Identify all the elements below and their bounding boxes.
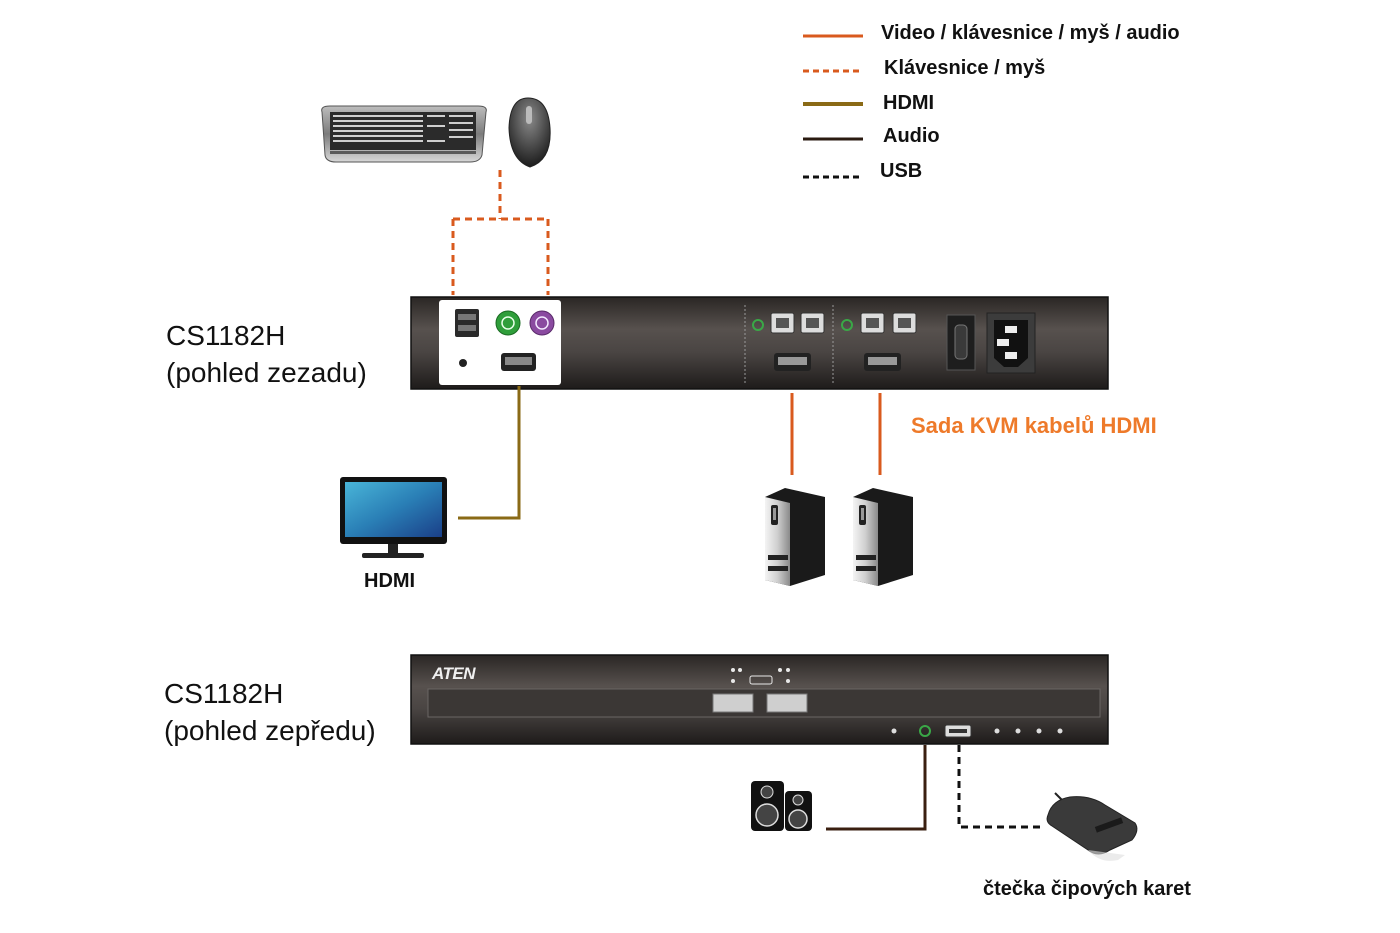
keyboard-icon — [321, 105, 487, 163]
pc-tower-icon-2 — [853, 488, 913, 586]
legend-label-video-kb-mouse-audio: Video / klávesnice / myš / audio — [881, 22, 1180, 44]
front-audio-jack — [919, 725, 931, 737]
aten-logo: ATEN — [432, 664, 476, 683]
rear-panel-device — [410, 296, 1109, 390]
legend-label-hdmi: HDMI — [883, 92, 935, 114]
smart-card-reader-icon — [1046, 792, 1138, 861]
pc-tower-icon-1 — [765, 488, 825, 586]
legend-swatches — [803, 34, 863, 179]
monitor-icon — [340, 477, 447, 558]
usb-cable — [957, 745, 1040, 829]
front-device-view: (pohled zepředu) — [164, 715, 376, 746]
hdmi-cable — [458, 386, 521, 520]
port-select-button-1 — [712, 693, 754, 713]
legend-label-usb: USB — [880, 160, 923, 182]
port-select-button-2 — [766, 693, 808, 713]
rear-device-model: CS1182H — [166, 320, 286, 351]
pc-port-group-1 — [752, 312, 825, 371]
ps2-keyboard-port — [495, 310, 521, 336]
kvm-cable-kit-label: Sada KVM kabelů HDMI — [911, 413, 1157, 438]
keyboard-mouse-cables — [451, 170, 550, 295]
front-device-label: CS1182H (pohled zepředu) — [164, 675, 376, 749]
legend-label-kb-mouse: Klávesnice / myš — [884, 57, 1046, 79]
smart-card-reader-label: čtečka čipových karet — [983, 878, 1191, 900]
console-dc-jack — [459, 359, 467, 367]
speakers-icon — [751, 781, 812, 831]
monitor-label: HDMI — [364, 570, 416, 592]
pc-port-group-2 — [841, 312, 917, 371]
console-usb-ports — [455, 309, 479, 337]
audio-cable — [826, 745, 927, 831]
mouse-icon — [508, 97, 551, 168]
rear-device-label: CS1182H (pohled zezadu) — [166, 317, 367, 391]
front-device-model: CS1182H — [164, 678, 284, 709]
rear-device-view: (pohled zezadu) — [166, 357, 367, 388]
front-panel-device — [410, 654, 1109, 745]
ps2-mouse-port — [529, 310, 555, 336]
legend-label-audio: Audio — [883, 125, 940, 147]
power-switch — [946, 314, 976, 371]
